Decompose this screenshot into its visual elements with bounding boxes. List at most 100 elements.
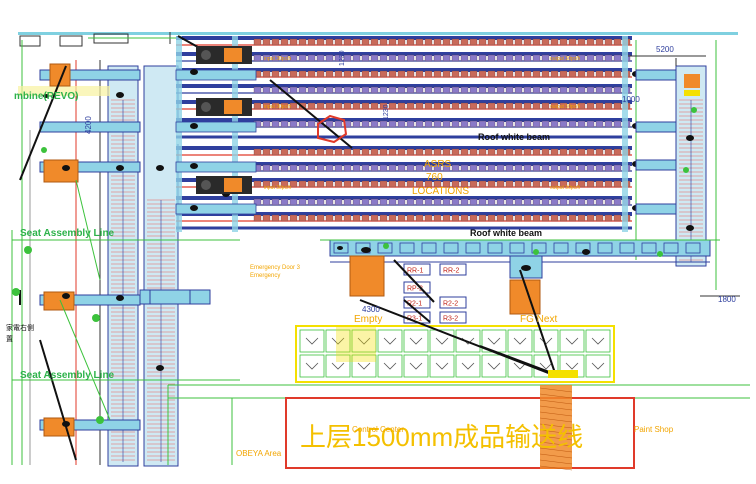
rack-cell <box>262 38 271 46</box>
rack-cell <box>550 70 559 78</box>
hatch-line <box>539 441 573 447</box>
rack-cell <box>469 38 478 46</box>
hatch-line <box>539 423 573 429</box>
rack-cell <box>613 180 622 188</box>
rack-cell <box>613 38 622 46</box>
rack-cell <box>451 70 460 78</box>
rack-cell <box>316 54 325 62</box>
rack-cell <box>442 164 451 172</box>
rack-cell <box>469 148 478 156</box>
rack-cell <box>487 214 496 222</box>
rack-cell <box>604 38 613 46</box>
rack-cell <box>532 38 541 46</box>
rack-cell <box>406 86 415 94</box>
rack-box <box>439 263 467 276</box>
grid-mark <box>435 362 449 370</box>
grid-cell <box>299 354 325 378</box>
grid-mark <box>487 362 501 370</box>
rack-cell <box>550 198 559 206</box>
feeder-bar <box>175 161 257 173</box>
rack-cell <box>505 86 514 94</box>
grid-cell <box>585 354 611 378</box>
rack-cell <box>505 120 514 128</box>
rack-cell <box>388 86 397 94</box>
rack-rail <box>176 52 632 56</box>
conveyor-cell <box>685 242 701 254</box>
rack-cell <box>595 180 604 188</box>
rack-cell <box>262 120 271 128</box>
rack-cell <box>253 102 262 110</box>
rack-cell <box>298 148 307 156</box>
rack-cell <box>271 214 280 222</box>
rack-cell <box>487 86 496 94</box>
rack-cell <box>406 54 415 62</box>
rack-cell <box>568 214 577 222</box>
rack-cell <box>577 120 586 128</box>
dim-1000: 1000 <box>622 95 640 104</box>
rack-cell <box>334 38 343 46</box>
rack-cell <box>415 148 424 156</box>
rack-cell <box>424 148 433 156</box>
rack-rail <box>176 118 632 122</box>
seat-line-1: Seat Assembly Line <box>20 228 115 239</box>
rack-cell <box>280 54 289 62</box>
sensor-dot <box>190 69 198 75</box>
hatch-line <box>539 465 573 471</box>
empty-label: Empty <box>354 314 382 325</box>
rack-cell <box>424 70 433 78</box>
rack-cell <box>532 180 541 188</box>
rack-cell <box>559 102 568 110</box>
rack-cell <box>397 38 406 46</box>
grid-mark <box>305 362 319 370</box>
rack-cell <box>406 198 415 206</box>
rack-cell <box>550 148 559 156</box>
hatch-line <box>539 411 573 417</box>
rack-rail <box>176 84 632 88</box>
rack-cell <box>298 54 307 62</box>
rack-cell <box>604 54 613 62</box>
hatch-line <box>539 387 573 393</box>
rack-cell <box>415 214 424 222</box>
rack-cell <box>262 198 271 206</box>
rack-cell <box>370 164 379 172</box>
rack-cell <box>379 198 388 206</box>
rack-cell <box>577 198 586 206</box>
rack-cell <box>604 120 613 128</box>
conveyor-cell <box>465 242 481 254</box>
rack-cell <box>469 70 478 78</box>
rack-cell <box>478 148 487 156</box>
conveyor-cell <box>509 242 525 254</box>
hatch-line <box>539 459 573 465</box>
grid-cell <box>377 329 403 353</box>
rack-cell <box>307 38 316 46</box>
rack-cell <box>262 180 271 188</box>
rack-cell <box>343 38 352 46</box>
rack-cell <box>568 164 577 172</box>
grid-mark <box>331 337 345 345</box>
rack-cell <box>271 198 280 206</box>
rack-cell <box>370 214 379 222</box>
grid-cell <box>533 329 559 353</box>
rack-cell <box>289 214 298 222</box>
rack-cell <box>442 38 451 46</box>
rack-rail <box>176 162 632 166</box>
rack-cell <box>388 102 397 110</box>
rack-cell <box>325 180 334 188</box>
rack-cell <box>361 54 370 62</box>
rack-cell <box>433 70 442 78</box>
rack-cell <box>523 198 532 206</box>
rack-cell <box>586 38 595 46</box>
rack-cell <box>496 120 505 128</box>
rack-cell <box>604 180 613 188</box>
paint-label: Paint Shop <box>634 425 674 434</box>
rack-cell <box>379 54 388 62</box>
rack-cell <box>496 180 505 188</box>
rack-cell <box>424 86 433 94</box>
rack-cell <box>397 120 406 128</box>
asrs-line-2: 760 <box>426 172 443 183</box>
grid-mark <box>435 337 449 345</box>
rack-cell <box>487 120 496 128</box>
rack-box-label: R2-1 <box>407 301 422 308</box>
rack-cell <box>496 70 505 78</box>
rack-cell <box>307 214 316 222</box>
